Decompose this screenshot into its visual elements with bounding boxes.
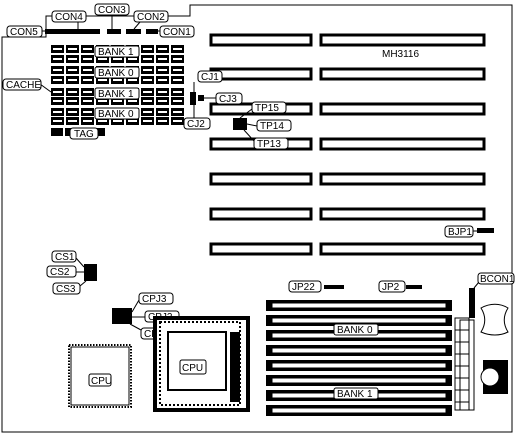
cs3-label: CS3 (56, 284, 76, 295)
con3-callout: CON3 (94, 3, 130, 29)
tag-chip (51, 128, 63, 136)
con3-label: CON3 (98, 5, 126, 16)
bcon1-callout: BCON1 (469, 272, 515, 318)
cj2-callout: CJ2 (183, 117, 211, 130)
cache-callout: CACHE (2, 78, 52, 93)
cj3-label: CJ3 (219, 94, 237, 105)
expansion-slot-right (319, 102, 486, 116)
expansion-slot-right (319, 67, 486, 81)
bank1-cache-callout: BANK 1 (94, 87, 140, 100)
cache-label: CACHE (6, 80, 41, 91)
expansion-slots-right (319, 33, 486, 256)
tp15-label: TP15 (255, 103, 279, 114)
cs1-callout: CS1 (51, 250, 77, 263)
bjp1-label: BJP1 (448, 227, 472, 238)
bank0-cache-callout: BANK 0 (94, 107, 140, 120)
board-model-label: MH3116 (382, 49, 419, 60)
bank0-bottom-label: BANK 0 (337, 325, 373, 336)
top-connectors (45, 29, 158, 34)
tag-chip (93, 128, 105, 136)
battery-icon (480, 303, 509, 336)
cj1-label: CJ1 (201, 72, 219, 83)
tp15-callout: TP15 (251, 101, 287, 114)
con5-callout: CON5 (6, 25, 46, 38)
con2-label: CON2 (137, 12, 165, 23)
expansion-slot-left (209, 172, 313, 186)
cj2-label: CJ2 (187, 119, 205, 130)
bjp1-callout: BJP1 (444, 225, 494, 238)
jp22-label: JP22 (292, 282, 315, 293)
bcon1-label: BCON1 (480, 274, 515, 285)
cj3-callout: CJ3 (215, 92, 243, 105)
bank0-top-callout: BANK 0 (94, 66, 140, 79)
cs3-callout: CS3 (52, 282, 81, 295)
bank1-top-callout: BANK 1 (94, 45, 140, 58)
cs-jumpers (75, 257, 97, 287)
expansion-slot-right (319, 172, 486, 186)
expansion-slot-right (319, 137, 486, 151)
jp2-label: JP2 (382, 282, 400, 293)
cs1-label: CS1 (55, 252, 75, 263)
tp14-label: TP14 (260, 121, 284, 132)
bank0-top-label: BANK 0 (98, 68, 134, 79)
con4-callout: CON4 (51, 10, 87, 29)
con4-label: CON4 (55, 12, 83, 23)
cs2-label: CS2 (50, 267, 70, 278)
expansion-slot-right (319, 207, 486, 221)
expansion-slot-left (209, 67, 313, 81)
cj1-callout: CJ1 (197, 70, 223, 83)
bank1-cache-label: BANK 1 (98, 89, 134, 100)
cpj3-callout: CPJ3 (138, 292, 174, 305)
expansion-slot-left (209, 242, 313, 256)
cpj3-label: CPJ3 (142, 294, 167, 305)
expansion-slot-left (209, 207, 313, 221)
cpj-jumpers (112, 299, 145, 331)
con1-callout: CON1 (156, 25, 195, 38)
expansion-slot-left (209, 33, 313, 47)
bank1-top-label: BANK 1 (98, 47, 134, 58)
bank0-cache-label: BANK 0 (98, 109, 134, 120)
cs2-callout: CS2 (46, 265, 77, 278)
cpu-center-label: CPU (182, 363, 203, 374)
cpu-left-label: CPU (91, 376, 112, 387)
cpu-center-socket: CPU (153, 316, 250, 412)
tag-label: TAG (74, 129, 94, 140)
right-side-components (454, 303, 509, 411)
jp2-callout: JP2 (378, 280, 422, 293)
tag-callout: TAG (69, 127, 99, 140)
expansion-slot-right (319, 242, 486, 256)
jp22-callout: JP22 (288, 280, 344, 293)
con2-callout: CON2 (133, 10, 169, 30)
bank1-bottom-label: BANK 1 (337, 389, 373, 400)
con1-label: CON1 (163, 27, 191, 38)
tp-test-points (233, 108, 258, 142)
bank0-bottom-callout: BANK 0 (333, 323, 379, 336)
cpu-left-chip: CPU (68, 344, 132, 408)
tp13-label: TP13 (257, 139, 281, 150)
tp13-callout: TP13 (253, 137, 289, 150)
expansion-slot-right (319, 33, 486, 47)
con5-label: CON5 (10, 27, 38, 38)
cj-jumpers (190, 82, 216, 118)
tp14-callout: TP14 (256, 119, 292, 132)
bank1-bottom-callout: BANK 1 (333, 387, 379, 400)
